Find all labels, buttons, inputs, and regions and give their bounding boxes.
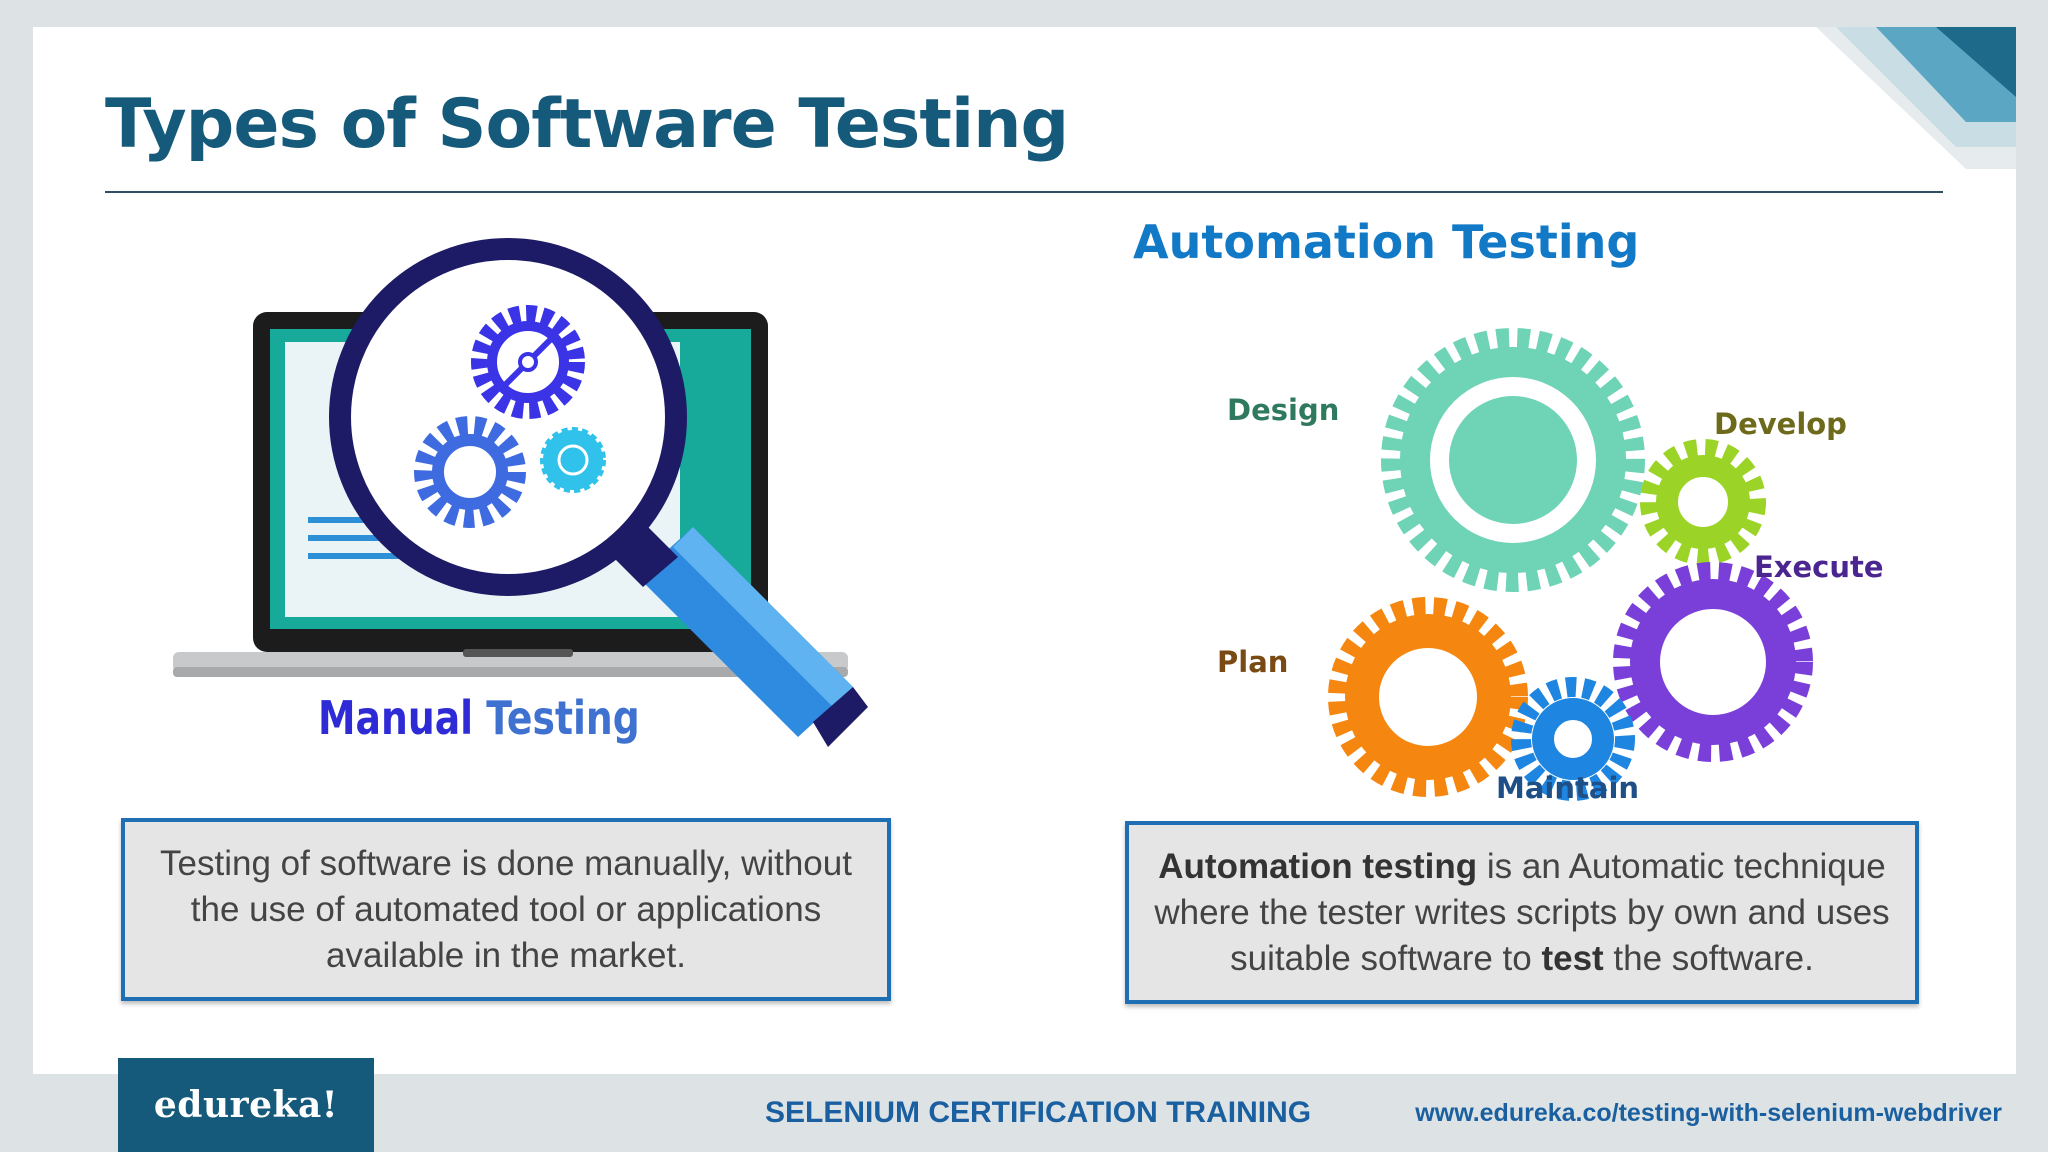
gear-label-execute: Execute [1754, 550, 1884, 584]
gear-label-plan: Plan [1217, 645, 1289, 679]
manual-description-box: Testing of software is done manually, wi… [121, 818, 891, 1001]
gear-icon [1328, 597, 1528, 797]
manual-description-line: available in the market. [326, 936, 686, 975]
automation-description-line: Automation testing is an Automatic techn… [1129, 844, 1915, 890]
automation-description-line: suitable software to test the software. [1129, 936, 1915, 982]
automation-line3-post: the software. [1603, 939, 1814, 978]
course-url[interactable]: www.edureka.co/testing-with-selenium-web… [1415, 1099, 2002, 1127]
corner-decoration [1816, 27, 2016, 169]
manual-description-line: the use of automated tool or application… [190, 890, 822, 929]
gear-label-design: Design [1227, 393, 1340, 427]
automation-term: Automation testing [1158, 847, 1478, 886]
gear-icon [414, 416, 526, 528]
title-divider [105, 191, 1943, 193]
gear-label-develop: Develop [1714, 407, 1847, 441]
gear-icon [540, 427, 606, 493]
gear-label-maintain: Maintain [1496, 771, 1640, 805]
manual-label-word2: Testing [486, 691, 640, 745]
test-term: test [1541, 939, 1604, 978]
automation-line3-pre: suitable software to [1230, 939, 1542, 978]
automation-gears-illustration [1328, 328, 1813, 801]
manual-testing-label: Manual Testing [318, 691, 640, 745]
gear-icon [471, 305, 585, 419]
slide: Types of Software Testing [33, 27, 2016, 1075]
edureka-logo: edureka! [118, 1058, 374, 1152]
manual-testing-illustration [173, 238, 868, 747]
magnifying-glass-icon [329, 238, 868, 747]
automation-testing-title: Automation Testing [1133, 215, 1640, 269]
automation-line1-rest: is an Automatic technique [1477, 847, 1886, 886]
course-title: SELENIUM CERTIFICATION TRAINING [765, 1096, 1312, 1129]
manual-description-line: Testing of software is done manually, wi… [160, 844, 852, 883]
gear-icon [1381, 328, 1645, 592]
automation-description-line: where the tester writes scripts by own a… [1154, 893, 1890, 932]
gear-icon [1511, 677, 1635, 801]
manual-label-word1: Manual [318, 691, 474, 745]
gear-icon [1640, 439, 1766, 565]
automation-description-box: Automation testing is an Automatic techn… [1125, 821, 1919, 1004]
gear-icon [1613, 562, 1813, 762]
page-title: Types of Software Testing [105, 85, 1069, 164]
